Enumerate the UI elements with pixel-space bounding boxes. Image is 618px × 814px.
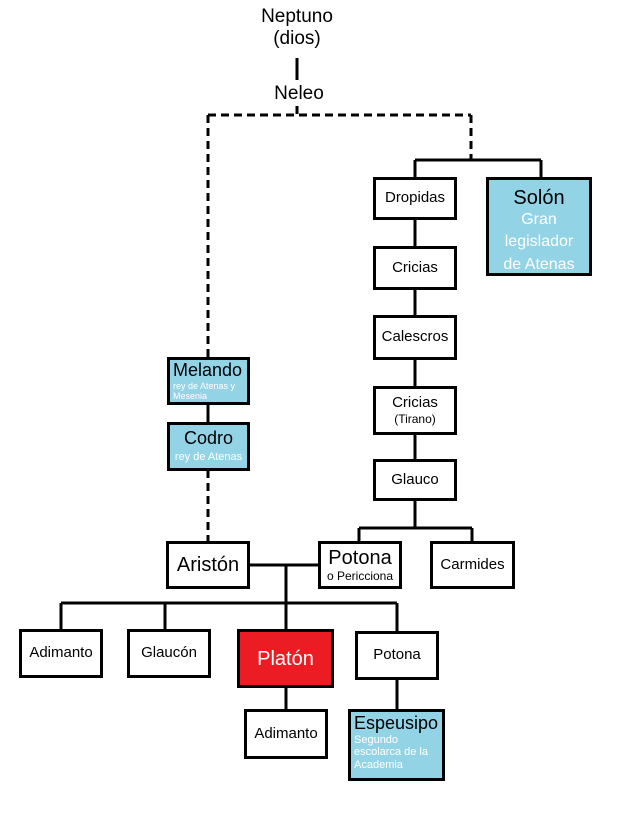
node-cricias-tirano: Cricias (Tirano) bbox=[373, 386, 457, 435]
node-cricias: Cricias bbox=[373, 246, 457, 290]
cricias-name: Cricias bbox=[392, 258, 438, 276]
solon-desc-2: legislador bbox=[504, 233, 574, 251]
node-melando: Melando rey de Atenas y Mesenia bbox=[167, 357, 250, 405]
node-dropidas: Dropidas bbox=[373, 177, 457, 220]
node-calescros: Calescros bbox=[373, 315, 457, 360]
node-codro: Codro rey de Atenas bbox=[167, 422, 250, 471]
codro-name: Codro bbox=[183, 427, 234, 448]
dropidas-name: Dropidas bbox=[384, 189, 446, 207]
adimanto-nephew-name: Adimanto bbox=[254, 724, 318, 742]
node-glaucon: Glaucón bbox=[127, 629, 211, 678]
neptuno-note: (dios) bbox=[273, 27, 321, 49]
solon-desc-3: de Atenas bbox=[503, 255, 575, 273]
node-carmides: Carmides bbox=[430, 541, 515, 589]
node-neleo: Neleo bbox=[274, 83, 324, 104]
neptuno-name: Neptuno bbox=[261, 6, 333, 27]
node-neptuno: Neptuno (dios) bbox=[247, 6, 347, 50]
potona-name: Potona bbox=[328, 546, 392, 569]
espeusipo-desc-2: escolarca de la bbox=[354, 746, 428, 759]
node-platon: Platón bbox=[237, 629, 334, 688]
node-espeusipo: Espeusipo Segundo escolarca de la Academ… bbox=[348, 709, 445, 781]
ariston-name: Aristón bbox=[176, 554, 240, 576]
node-solon: Solón Gran legislador de Atenas bbox=[486, 177, 592, 276]
espeusipo-desc-3: Academia bbox=[354, 759, 403, 772]
node-adimanto-nephew: Adimanto bbox=[244, 709, 328, 759]
melando-desc-1: rey de Atenas y bbox=[173, 380, 236, 391]
carmides-name: Carmides bbox=[440, 555, 505, 573]
solon-name: Solón bbox=[513, 187, 565, 209]
node-glauco: Glauco bbox=[373, 459, 457, 501]
node-potona-sister: Potona bbox=[355, 631, 439, 680]
node-ariston: Aristón bbox=[166, 541, 250, 589]
melando-name: Melando bbox=[173, 359, 243, 380]
node-potona-pericciona: Potona o Pericciona bbox=[318, 541, 402, 589]
glauco-name: Glauco bbox=[391, 470, 439, 488]
potona-note: o Pericciona bbox=[326, 568, 394, 583]
espeusipo-desc-1: Segundo bbox=[354, 733, 399, 746]
platon-name: Platón bbox=[257, 647, 314, 670]
cricias-tirano-note: (Tirano) bbox=[394, 411, 436, 426]
glaucon-name: Glaucón bbox=[141, 644, 197, 662]
cricias-tirano-name: Cricias bbox=[392, 394, 438, 412]
calescros-name: Calescros bbox=[381, 328, 449, 346]
potona-sister-name: Potona bbox=[373, 646, 421, 664]
solon-desc-1: Gran bbox=[521, 211, 557, 228]
espeusipo-name: Espeusipo bbox=[354, 713, 439, 733]
codro-desc: rey de Atenas bbox=[174, 451, 243, 464]
node-adimanto-brother: Adimanto bbox=[19, 629, 103, 678]
melando-desc-2: Mesenia bbox=[173, 390, 208, 401]
adimanto-brother-name: Adimanto bbox=[29, 644, 93, 662]
